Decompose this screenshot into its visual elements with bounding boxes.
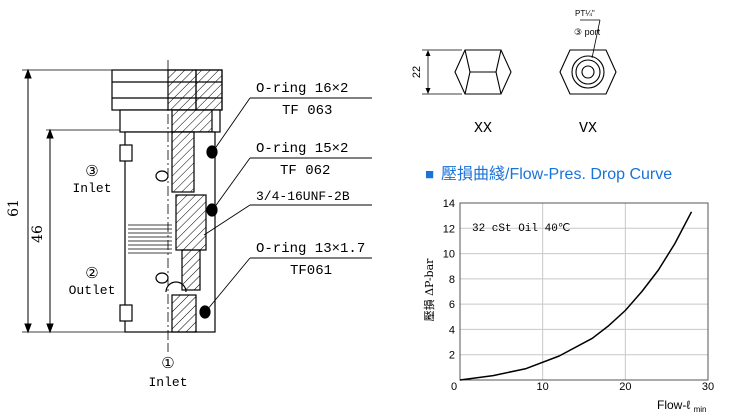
y-axis-label: 壓損 ΔP-bar (422, 258, 436, 322)
y-tick-label: 14 (443, 198, 455, 210)
thread-section (128, 224, 172, 254)
x-tick-label: 30 (702, 381, 714, 393)
valve-section-drawing (111, 60, 223, 345)
overall-length-dim: 61 (6, 199, 22, 217)
y-tick-label: 12 (443, 223, 455, 235)
y-tick-label: 10 (443, 249, 455, 261)
pressure-drop-chart: 2 4 6 8 10 12 14 0 10 20 30 (443, 198, 714, 393)
y-tick-label: 4 (449, 324, 455, 336)
y-tick-label: 8 (449, 274, 455, 286)
y-tick-label: 2 (449, 350, 455, 362)
port2-number: ② (85, 264, 98, 282)
vx-port-note: ③ port (574, 27, 601, 37)
callout-3-title: 3/4-16UNF-2B (256, 189, 350, 204)
callout-4-code: TF061 (290, 263, 332, 279)
y-tick-label: 6 (449, 299, 455, 311)
xx-height-dim: 22 (411, 66, 423, 78)
port2-label: Outlet (69, 283, 116, 298)
callout-2-title: O-ring 15×2 (256, 141, 348, 157)
dimension-lines (22, 68, 125, 334)
callout-2-code: TF 062 (280, 163, 330, 179)
callout-4-title: O-ring 13×1.7 (256, 241, 365, 257)
vx-pt-label: PT¼" (575, 9, 595, 18)
x-axis-label-main: Flow-ℓ (657, 398, 690, 412)
chart-annotation: 32 cSt Oil 40℃ (472, 223, 570, 235)
x-tick-label: 20 (619, 381, 631, 393)
x-axis-label: Flow-ℓ min (657, 398, 706, 414)
inner-length-dim: 46 (30, 225, 46, 243)
x-tick-label: 0 (451, 381, 457, 393)
series-line (459, 211, 693, 381)
callout-1-code: TF 063 (282, 103, 332, 119)
x-axis-label-sub: min (694, 405, 707, 414)
xx-view (422, 49, 512, 95)
chart-title: 壓損曲綫/Flow-Pres. Drop Curve (441, 165, 672, 183)
port3-label: Inlet (72, 181, 111, 196)
vx-view-label: VX (579, 120, 597, 137)
xx-view-label: XX (474, 120, 492, 137)
x-tick-label: 10 (537, 381, 549, 393)
port1-number: ① (161, 354, 174, 372)
callout-1-title: O-ring 16×2 (256, 81, 348, 97)
chart-title-marker: ■ (425, 166, 434, 183)
port3-number: ③ (85, 162, 98, 180)
vx-view (559, 19, 617, 95)
port1-label: Inlet (148, 375, 187, 390)
callout-leaders (203, 97, 372, 311)
plot-frame (459, 202, 709, 381)
